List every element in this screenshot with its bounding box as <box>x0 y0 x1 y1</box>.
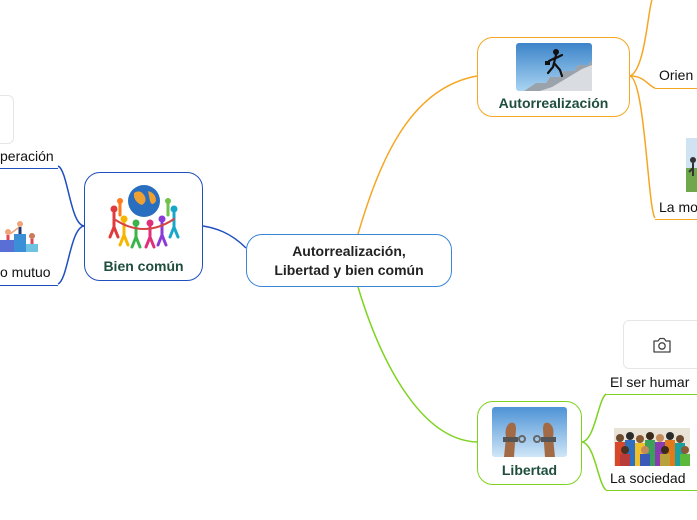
leaf-la-sociedad-underline <box>606 490 697 491</box>
people-around-globe-image <box>108 185 180 249</box>
leaf-apoyo-mutuo[interactable]: o mutuo <box>0 264 51 280</box>
stairs-climber-image <box>516 43 592 91</box>
leaf-la-mo-image <box>686 138 697 192</box>
topic-libertad[interactable]: Libertad <box>477 401 582 485</box>
link-top-offscreen <box>629 0 653 77</box>
central-topic-line1: Autorrealización, <box>292 242 406 259</box>
link-cooperacion <box>57 165 85 227</box>
crowd-image <box>614 428 690 466</box>
link-la-mo <box>629 75 656 219</box>
link-autorrealizacion <box>357 75 478 235</box>
link-apoyo-mutuo <box>57 225 85 285</box>
leaf-orien-underline <box>655 88 697 89</box>
topic-autorrealizacion[interactable]: Autorrealización <box>477 37 630 117</box>
link-la-sociedad <box>581 441 607 491</box>
leaf-orien[interactable]: Orien <box>659 67 694 83</box>
leaf-la-sociedad[interactable]: La sociedad <box>610 470 686 486</box>
leaf-la-mo-underline <box>655 219 697 220</box>
helping-people-image <box>0 214 40 254</box>
leaf-el-ser-humano[interactable]: El ser humar <box>610 374 690 390</box>
leaf-cooperacion[interactable]: peración <box>0 148 54 164</box>
link-libertad <box>357 286 478 443</box>
link-orien <box>629 75 656 89</box>
topic-bien-comun-label: Bien común <box>103 258 184 274</box>
camera-icon <box>653 337 671 353</box>
link-el-ser-humano <box>581 393 607 443</box>
leaf-el-ser-humano-underline <box>606 394 697 395</box>
topic-autorrealizacion-label: Autorrealización <box>498 95 609 111</box>
broken-chains-image <box>492 407 567 457</box>
leaf-el-ser-humano-placeholder[interactable] <box>623 320 697 369</box>
leaf-cooperacion-underline <box>0 168 58 169</box>
topic-bien-comun[interactable]: Bien común <box>84 172 203 281</box>
central-topic[interactable]: Autorrealización, Libertad y bien común <box>246 234 452 287</box>
central-topic-line2: Libertad y bien común <box>274 261 424 278</box>
topic-libertad-label: Libertad <box>501 462 558 478</box>
link-bien-comun <box>202 225 247 249</box>
leaf-la-mo[interactable]: La mo <box>659 199 697 215</box>
leaf-apoyo-mutuo-underline <box>0 285 58 286</box>
leaf-cooperacion-placeholder[interactable] <box>0 95 14 144</box>
